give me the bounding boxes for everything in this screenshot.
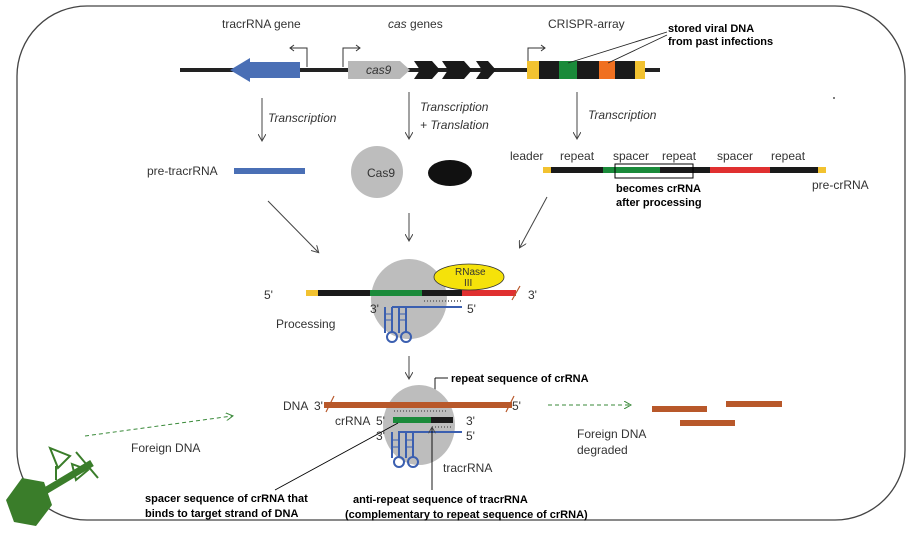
dna-label: DNA: [283, 399, 308, 413]
crispr-promoter-icon: [527, 47, 545, 67]
rnase-label-1: RNase: [455, 267, 486, 278]
pre-crrna-label: pre-crRNA: [812, 178, 869, 192]
dna-5prime: 5': [512, 399, 521, 413]
repeat-seq-label: repeat sequence of crRNA: [451, 373, 589, 385]
crrna-5prime: 5': [376, 414, 385, 428]
foreign-dna-arrow: [84, 416, 232, 437]
processing-5prime: 5': [264, 288, 273, 302]
crispr-array: [527, 61, 645, 79]
becomes-crrna-line2: after processing: [616, 197, 702, 209]
anti-repeat-note-line1: anti-repeat sequence of tracrRNA: [353, 494, 528, 506]
crispr-array-label: CRISPR-array: [548, 17, 625, 31]
arrow-converge-right: [520, 196, 548, 247]
crrna-repeat: [431, 417, 453, 423]
repeat-label-3: repeat: [771, 149, 806, 163]
spacer-label-2: spacer: [717, 149, 753, 163]
cas-genes-label: cas genes: [388, 17, 443, 31]
spacer-note-line2: binds to target strand of DNA: [145, 508, 298, 520]
processing-tracrrna: [384, 306, 462, 343]
cas9-protein-label: Cas9: [367, 166, 395, 180]
leader-label: leader: [510, 149, 543, 163]
arrow-converge-left: [267, 200, 318, 252]
cas-gene-arrow-3: [476, 61, 496, 79]
rnase-label-2: III: [464, 278, 472, 289]
repeat-label-1: repeat: [560, 149, 595, 163]
transcription-right-label: Transcription: [588, 108, 657, 122]
becomes-crrna-box: [614, 163, 694, 179]
anti-repeat-note-line2: (complementary to repeat sequence of crR…: [345, 509, 588, 521]
stray-dot: [833, 97, 835, 99]
cas-gene-arrow-1: [414, 61, 440, 79]
crrna-spacer: [393, 417, 431, 423]
rnase-iii: [433, 263, 505, 291]
transcription-left-label: Transcription: [268, 111, 337, 125]
dna-3prime: 3': [314, 399, 323, 413]
degraded-dna-fragments: [652, 401, 782, 426]
pre-tracrrna-bar: [234, 168, 305, 174]
cas9-protein: [351, 146, 403, 198]
cas-gene-arrow-2: [442, 61, 472, 79]
degraded-label-2: degraded: [577, 443, 628, 457]
processing-cut-mark: [511, 285, 521, 301]
tracrrna-label: tracrRNA: [443, 461, 492, 475]
stored-pointer-2: [607, 34, 668, 64]
spacer-note-pointer: [274, 422, 399, 491]
processing-crrna-strand: [306, 290, 516, 296]
processing-inner-3prime: 3': [370, 302, 379, 316]
cas9-gene-arrow: [348, 61, 410, 79]
degraded-label-1: Foreign DNA: [577, 427, 646, 441]
tracr-promoter-icon: [290, 47, 308, 67]
pre-crrna-strand: [543, 167, 826, 173]
spacer-note-line1: spacer sequence of crRNA that: [145, 493, 308, 505]
becomes-crrna-line1: becomes crRNA: [616, 183, 701, 195]
spacer-label-1: spacer: [613, 149, 649, 163]
dna-target-strand: [324, 402, 512, 408]
bacteriophage: [6, 446, 99, 526]
tracr-5prime: 5': [466, 429, 475, 443]
tracrrna-gene-arrow: [230, 58, 300, 82]
cas9-gene-label: cas9: [366, 63, 392, 77]
processing-inner-5prime: 5': [467, 302, 476, 316]
cas-promoter-icon: [342, 47, 360, 67]
repeat-label-2: repeat: [662, 149, 697, 163]
transcription-mid-label-2: + Translation: [420, 118, 489, 132]
processing-cas9: [371, 259, 447, 339]
cas-protein-black: [428, 160, 472, 186]
transcription-mid-label-1: Transcription: [420, 100, 489, 114]
crrna-label: crRNA: [335, 414, 370, 428]
tracrrna-gene-label: tracrRNA gene: [222, 17, 301, 31]
cell-outline: [16, 5, 906, 521]
tracr-3prime: 3': [376, 429, 385, 443]
pre-tracrrna-label: pre-tracrRNA: [147, 164, 218, 178]
stored-viral-dna-line2: from past infections: [668, 36, 773, 48]
stored-viral-dna-line1: stored viral DNA: [668, 23, 754, 35]
processing-label: Processing: [276, 317, 335, 331]
stored-pointer-1: [567, 31, 668, 64]
foreign-dna-label: Foreign DNA: [131, 441, 200, 455]
processing-3prime: 3': [528, 288, 537, 302]
crrna-3prime: 3': [466, 414, 475, 428]
